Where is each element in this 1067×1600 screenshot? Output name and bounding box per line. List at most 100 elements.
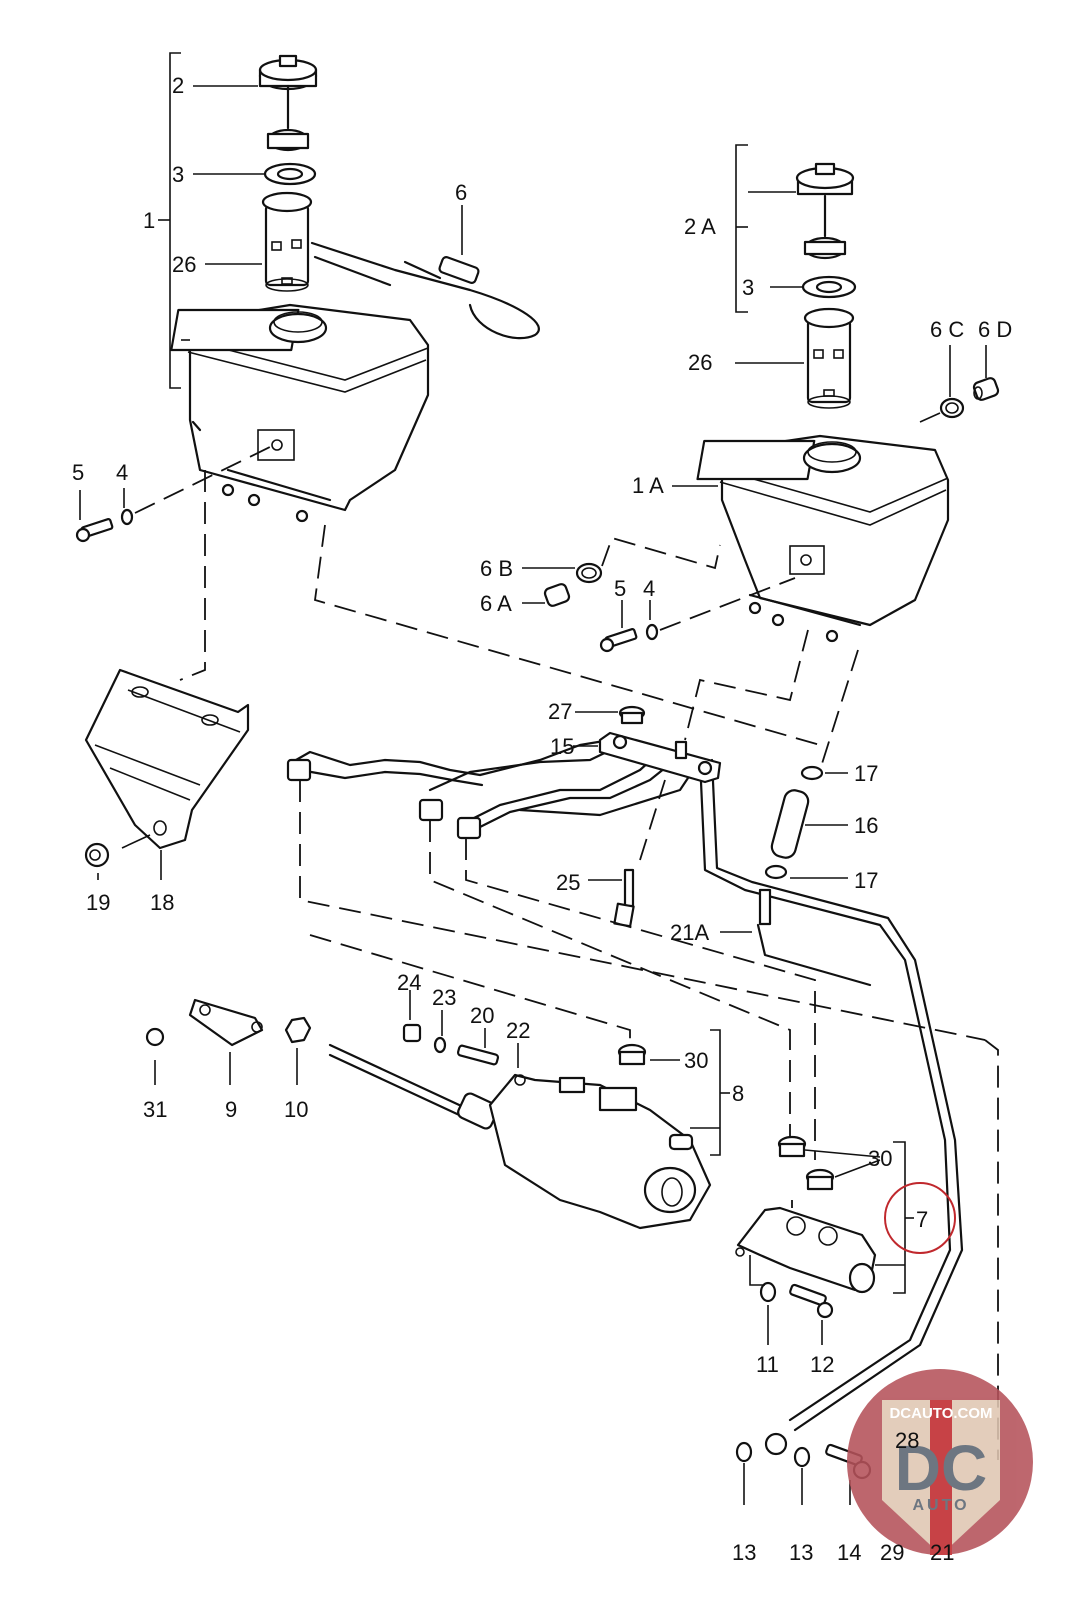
nut-icon bbox=[402, 1023, 422, 1043]
label-part-1: 1 bbox=[143, 208, 155, 233]
label-part-5: 5 bbox=[614, 576, 626, 601]
master-cylinder-icon bbox=[488, 1073, 712, 1230]
label-part-26: 26 bbox=[688, 350, 712, 375]
label-part-18: 18 bbox=[150, 890, 174, 915]
bracket-part-2A bbox=[735, 144, 748, 313]
fluid-reservoir-tank-icon bbox=[696, 434, 950, 643]
label-part-8: 8 bbox=[732, 1081, 744, 1106]
washer-small-icon bbox=[145, 1027, 165, 1047]
label-part-3: 3 bbox=[742, 275, 754, 300]
label-part-2: 2 bbox=[172, 73, 184, 98]
label-part-22: 22 bbox=[506, 1018, 530, 1043]
watermark-subtext: AUTO bbox=[912, 1497, 969, 1514]
label-part-27: 27 bbox=[548, 699, 572, 724]
label-part-6B: 6 B bbox=[480, 556, 513, 581]
hose-clamp-icon bbox=[939, 397, 965, 419]
distributor-block-icon bbox=[598, 731, 722, 784]
label-part-28: 28 bbox=[895, 1428, 919, 1453]
watermark-stripe bbox=[930, 1400, 952, 1555]
label-part-3: 3 bbox=[172, 162, 184, 187]
highlight-circle-part-7 bbox=[884, 1182, 956, 1254]
grommet-icon bbox=[617, 1043, 647, 1066]
banjo-bolt-icon bbox=[613, 868, 635, 928]
grommet-icon bbox=[286, 758, 312, 782]
label-part-21: 21 bbox=[930, 1540, 954, 1565]
grommet-icon bbox=[418, 798, 444, 822]
label-part-1A: 1 A bbox=[632, 473, 664, 498]
washer-small-icon bbox=[793, 1446, 811, 1468]
label-part-6C: 6 C bbox=[930, 317, 964, 342]
hex-nut-icon bbox=[284, 1016, 312, 1044]
label-part-11: 11 bbox=[756, 1352, 779, 1377]
pipe-nut-icon bbox=[764, 1432, 788, 1456]
label-part-19: 19 bbox=[86, 890, 110, 915]
grommet-icon bbox=[456, 816, 482, 840]
label-part-12: 12 bbox=[810, 1352, 834, 1377]
label-part-30: 30 bbox=[684, 1048, 708, 1073]
label-part-13: 13 bbox=[789, 1540, 813, 1565]
label-part-17: 17 bbox=[854, 868, 878, 893]
hose-clamp-icon bbox=[575, 562, 603, 584]
pipe-distributor-group bbox=[84, 668, 999, 1460]
washer-small-icon bbox=[645, 623, 659, 641]
hose-clip-icon bbox=[764, 864, 788, 880]
washer-small-icon bbox=[735, 1441, 753, 1463]
left-reservoir-group bbox=[75, 52, 821, 746]
label-part-5: 5 bbox=[72, 460, 84, 485]
cap-plug-icon bbox=[618, 705, 646, 725]
label-part-29: 29 bbox=[880, 1540, 904, 1565]
vent-hose-icon bbox=[310, 241, 540, 340]
label-part-14: 14 bbox=[837, 1540, 861, 1565]
pipe-fitting-icon bbox=[758, 888, 772, 926]
label-part-9: 9 bbox=[225, 1097, 237, 1122]
reservoir-cap-icon bbox=[258, 54, 318, 152]
hose-clip-icon bbox=[800, 765, 824, 781]
washer-icon bbox=[801, 275, 857, 299]
label-part-16: 16 bbox=[854, 813, 878, 838]
label-part-10: 10 bbox=[284, 1097, 308, 1122]
label-part-17: 17 bbox=[854, 761, 878, 786]
hose-sleeve-icon bbox=[543, 583, 571, 607]
push-rod-icon bbox=[328, 1043, 499, 1130]
clutch-master-cylinder-icon bbox=[735, 1206, 877, 1294]
watermark-url: DCAUTO.COM bbox=[889, 1405, 992, 1422]
lower-master-cylinder-group bbox=[145, 990, 956, 1505]
label-part-6: 6 bbox=[455, 180, 467, 205]
clevis-fork-icon bbox=[188, 998, 264, 1047]
label-part-15: 15 bbox=[550, 734, 574, 759]
fluid-reservoir-tank-icon bbox=[170, 303, 430, 523]
label-part-31: 31 bbox=[143, 1097, 167, 1122]
washer-small-icon bbox=[433, 1036, 447, 1054]
washer-small-icon bbox=[759, 1281, 777, 1303]
label-part-26: 26 bbox=[172, 252, 196, 277]
stud-icon bbox=[456, 1044, 500, 1066]
label-part-4: 4 bbox=[643, 576, 655, 601]
label-part-23: 23 bbox=[432, 985, 456, 1010]
right-reservoir-group bbox=[522, 144, 1000, 771]
reservoir-cap-icon bbox=[795, 162, 855, 260]
label-part-6A: 6 A bbox=[480, 591, 512, 616]
label-part-20: 20 bbox=[470, 1003, 494, 1028]
nut-icon bbox=[84, 842, 110, 868]
watermark-letters: DC bbox=[895, 1432, 987, 1504]
part-labels: 1 2 3 26 6 5 4 2 A 3 26 6 C 6 D 1 A 6 B … bbox=[72, 73, 1012, 1565]
label-part-4: 4 bbox=[116, 460, 128, 485]
label-part-21A: 21A bbox=[670, 920, 709, 945]
strainer-filter-icon bbox=[261, 191, 313, 292]
strainer-filter-icon bbox=[803, 307, 855, 409]
grommet-icon bbox=[777, 1135, 807, 1158]
washer-small-icon bbox=[120, 508, 134, 526]
hose-sleeve-icon bbox=[972, 377, 1000, 401]
label-part-7: 7 bbox=[916, 1207, 928, 1232]
washer-icon bbox=[263, 162, 317, 186]
label-part-13: 13 bbox=[732, 1540, 756, 1565]
dcauto-watermark-logo: DCAUTO.COM DC AUTO bbox=[847, 1369, 1033, 1555]
label-part-2A: 2 A bbox=[684, 214, 716, 239]
label-part-30: 30 bbox=[868, 1146, 892, 1171]
label-part-6D: 6 D bbox=[978, 317, 1012, 342]
label-part-24: 24 bbox=[397, 970, 421, 995]
bolt-icon bbox=[75, 518, 114, 543]
bolt-icon bbox=[789, 1283, 834, 1319]
rubber-hose-icon bbox=[770, 789, 810, 859]
